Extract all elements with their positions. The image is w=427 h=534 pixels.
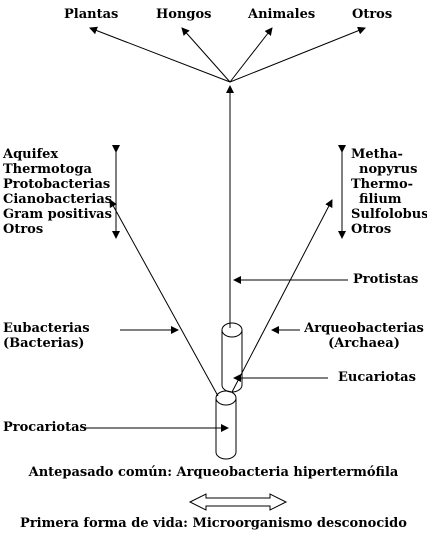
label-otros-top: Otros xyxy=(352,7,393,22)
arrow-animales xyxy=(229,27,273,83)
bacteria-item: Protobacterias xyxy=(3,177,111,192)
label-plantas: Plantas xyxy=(64,7,119,22)
prokaryote-cylinder xyxy=(215,390,237,460)
label-eucariotas: Eucariotas xyxy=(338,370,416,385)
bacteria-branch xyxy=(109,199,219,397)
archaea-item: Metha- xyxy=(351,147,403,162)
archaea-item: nopyrus xyxy=(359,162,418,177)
eukaryote-cylinder xyxy=(221,322,243,393)
label-arqueobacterias: Arqueobacterias (Archaea) xyxy=(303,321,425,351)
bacteria-item: Gram positivas xyxy=(3,207,112,222)
arrow-plantas xyxy=(89,26,231,83)
bacteria-item: Thermotoga xyxy=(3,162,92,177)
arqueobacterias-line: (Archaea) xyxy=(328,336,400,351)
archaea-list: Metha- nopyrus Thermo- filium Sulfolobus… xyxy=(351,147,427,237)
archaea-item: Sulfolobus xyxy=(351,207,427,222)
label-protistas: Protistas xyxy=(353,272,419,287)
first-life-caption: Primera forma de vida: Microorganismo de… xyxy=(20,516,407,531)
arqueobacterias-line: Arqueobacterias xyxy=(304,321,424,336)
bacteria-list: Aquifex Thermotoga Protobacterias Cianob… xyxy=(3,147,112,237)
archaea-item: Thermo- xyxy=(351,177,414,192)
kingdom-arrows xyxy=(89,26,366,83)
ancestor-caption: Antepasado común: Arqueobacteria hiperte… xyxy=(28,465,399,480)
label-animales: Animales xyxy=(248,7,316,22)
label-eubacterias: Eubacterias (Bacterias) xyxy=(3,321,90,351)
eubacterias-line: (Bacterias) xyxy=(3,336,85,351)
archaea-item: filium xyxy=(359,192,402,207)
label-hongos: Hongos xyxy=(156,7,212,22)
arrow-otros xyxy=(229,26,366,83)
bacteria-item: Aquifex xyxy=(3,147,59,162)
bacteria-item: Otros xyxy=(3,222,44,237)
archaea-item: Otros xyxy=(351,222,392,237)
bacteria-item: Cianobacterias xyxy=(3,192,113,207)
arrow-hongos xyxy=(181,27,231,83)
archaea-branch xyxy=(231,199,333,393)
label-procariotas: Procariotas xyxy=(3,420,87,435)
eubacterias-line: Eubacterias xyxy=(3,321,90,336)
origin-double-arrow xyxy=(188,493,288,511)
